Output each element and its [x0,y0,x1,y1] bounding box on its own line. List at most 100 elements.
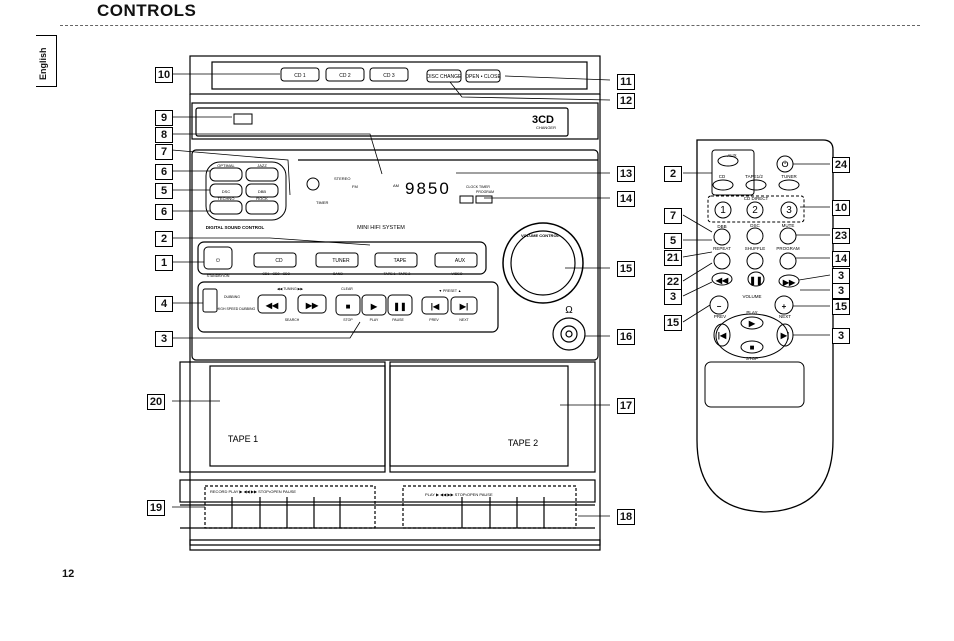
callout-9: 9 [155,110,173,126]
remote-callout-10: 10 [832,200,850,216]
callout-13: 13 [617,166,635,182]
svg-text:DISC CHANGE: DISC CHANGE [427,74,462,80]
svg-text:DBB: DBB [258,189,267,194]
remote-callout-24: 24 [832,157,850,173]
svg-text:⏻: ⏻ [782,160,789,169]
remote-callout-2: 2 [664,166,682,182]
remote-callout-23: 23 [832,228,850,244]
callout-19: 19 [147,500,165,516]
svg-text:■: ■ [750,343,755,352]
cd-tray-panel [189,55,601,95]
svg-text:HIGH SPEED DUBBING: HIGH SPEED DUBBING [217,307,256,311]
callout-12: 12 [617,93,635,109]
callout-2: 2 [155,231,173,247]
svg-text:TUNER: TUNER [332,258,350,264]
svg-text:FM: FM [352,184,358,189]
svg-text:DIGITAL SOUND CONTROL: DIGITAL SOUND CONTROL [206,225,265,230]
svg-text:CLOCK TIMER: CLOCK TIMER [466,185,490,189]
svg-text:❚❚: ❚❚ [749,276,762,286]
svg-text:TECHNO: TECHNO [218,196,235,201]
svg-text:■: ■ [346,302,351,311]
callout-8: 8 [155,127,173,143]
header-rule [60,25,920,26]
svg-text:PROGRAM: PROGRAM [476,190,494,194]
svg-text:CHANGER: CHANGER [536,125,556,130]
callout-11: 11 [617,74,635,90]
svg-text:3: 3 [786,205,792,216]
svg-text:JAZZ: JAZZ [257,163,267,168]
svg-text:|◀: |◀ [718,331,727,340]
svg-text:▶▶: ▶▶ [305,301,319,310]
svg-text:PREV: PREV [714,314,726,319]
callout-14: 14 [617,191,635,207]
svg-text:Ω: Ω [565,305,573,316]
svg-text:OPEN • CLOSE: OPEN • CLOSE [465,74,501,80]
page-number: 12 [62,568,75,580]
svg-text:▶|: ▶| [459,302,468,311]
remote-callout-5: 5 [664,233,682,249]
remote-callout-22: 22 [664,274,682,290]
unit-body [189,94,601,546]
svg-text:NEXT: NEXT [459,318,469,322]
svg-text:TAPE: TAPE [394,258,407,264]
svg-text:2: 2 [752,205,758,216]
callout-3: 3 [155,331,173,347]
svg-text:▶▶: ▶▶ [782,278,796,287]
svg-text:SHUFFLE: SHUFFLE [745,246,766,251]
svg-text:CD: CD [719,174,726,179]
language-tab: English [36,35,57,87]
svg-text:TAPE1/2: TAPE1/2 [745,174,763,179]
svg-text:PLAY: PLAY [746,310,757,315]
remote-callout-7: 7 [664,208,682,224]
svg-text:RECORD PLAY ▶ ◀◀ ▶▶ S: RECORD PLAY ▶ ◀◀ ▶▶ STOP•OPEN PAUSE [210,489,296,494]
callout-17: 17 [617,398,635,414]
svg-text:TUNER: TUNER [781,174,797,179]
remote-callout-21: 21 [664,250,682,266]
svg-text:−: − [717,302,722,311]
svg-text:AM: AM [393,183,399,188]
callout-15: 15 [617,261,635,277]
svg-text:MUTE: MUTE [782,223,795,228]
svg-text:⏻: ⏻ [216,258,220,264]
svg-text:DSC: DSC [750,223,760,228]
svg-text:3CD: 3CD [532,114,554,126]
remote-callout-3: 3 [664,289,682,305]
svg-text:CLEAR: CLEAR [341,287,353,291]
svg-text:MINI HIFI SYSTEM: MINI HIFI SYSTEM [357,225,405,231]
callout-20: 20 [147,394,165,410]
remote-callout-3a: 3 [832,268,850,284]
svg-text:|◀: |◀ [431,302,440,311]
svg-text:TAPE 1 • TAPE 2: TAPE 1 • TAPE 2 [384,272,411,276]
remote-callout-15b: 15 [832,299,850,315]
svg-text:1: 1 [720,205,726,216]
svg-text:PROGRAM: PROGRAM [776,246,800,251]
svg-text:PREV: PREV [429,318,439,322]
callout-4: 4 [155,296,173,312]
remote-callout-14: 14 [832,251,850,267]
remote-callout-3b: 3 [832,283,850,299]
page-title: CONTROLS [97,1,197,20]
svg-text:NEXT: NEXT [779,314,791,319]
callout-6b: 6 [155,204,173,220]
svg-text:ROCK: ROCK [256,196,268,201]
svg-text:9850: 9850 [405,179,451,198]
svg-text:▼ PRESET ▲: ▼ PRESET ▲ [439,289,462,293]
callout-5: 5 [155,183,173,199]
svg-text:CD: CD [275,258,283,264]
volume-knob [502,222,584,304]
svg-text:CD 2: CD 2 [339,73,351,79]
svg-text:SEARCH: SEARCH [285,318,300,322]
svg-text:CD DIRECT: CD DIRECT [744,196,769,201]
svg-text:TAPE 1: TAPE 1 [228,434,258,444]
svg-text:STOP: STOP [746,356,758,361]
svg-text:TIMER: TIMER [316,200,329,205]
callout-7: 7 [155,144,173,160]
svg-text:◀◀: ◀◀ [715,276,729,285]
svg-text:STEREO: STEREO [334,176,350,181]
svg-text:PAUSE: PAUSE [392,318,404,322]
callout-16: 16 [617,329,635,345]
svg-text:❚❚: ❚❚ [393,302,406,312]
svg-text:STOP: STOP [343,318,353,322]
